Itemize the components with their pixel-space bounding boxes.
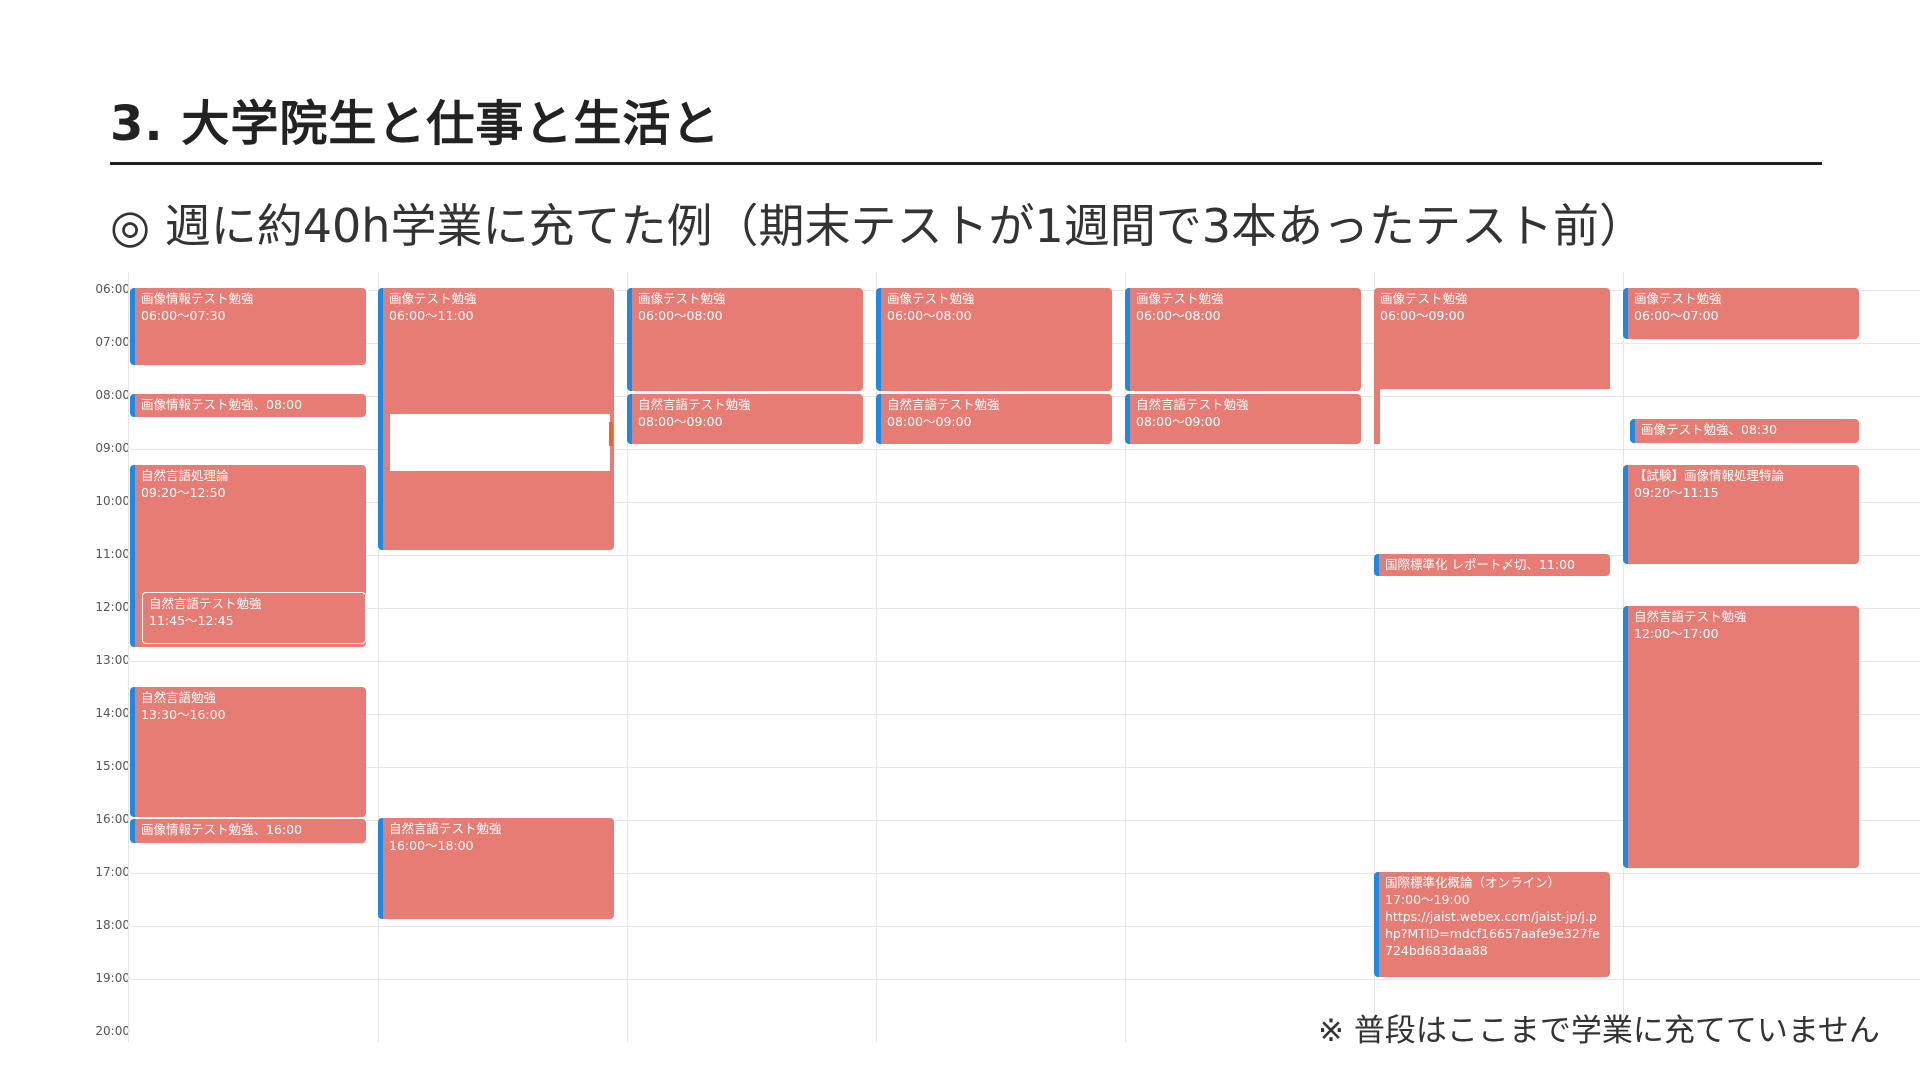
event-time: 08:00～09:00	[887, 414, 972, 429]
grid-line	[130, 502, 1920, 503]
day-divider	[1374, 272, 1375, 1042]
event-title: 自然言語テスト勉強	[1136, 397, 1249, 412]
event-time: 06:00～09:00	[1380, 308, 1465, 323]
event-title: 画像テスト勉強	[1634, 291, 1722, 306]
event-time: 08:00～09:00	[638, 414, 723, 429]
time-label: 10:00	[95, 494, 130, 508]
calendar-event[interactable]: 画像情報テスト勉強、08:00	[130, 394, 366, 417]
event-time: 16:00～18:00	[389, 838, 474, 853]
calendar-event[interactable]: 画像テスト勉強 06:00～08:00	[627, 288, 863, 391]
grid-line	[130, 767, 1920, 768]
event-title: 自然言語テスト勉強	[1634, 609, 1747, 624]
event-time: 11:45～12:45	[149, 613, 234, 628]
event-title: 画像テスト勉強	[1380, 291, 1468, 306]
event-title: 国際標準化 レポート〆切、11:00	[1385, 557, 1575, 572]
calendar-event[interactable]: 自然言語テスト勉強 12:00～17:00	[1623, 606, 1859, 868]
calendar-event[interactable]: 国際標準化概論（オンライン） 17:00～19:00 https://jaist…	[1374, 872, 1610, 977]
event-time: 12:00～17:00	[1634, 626, 1719, 641]
calendar-event[interactable]: 自然言語勉強 13:30～16:00	[130, 687, 366, 817]
grid-line	[130, 555, 1920, 556]
event-time: 17:00～19:00	[1385, 892, 1470, 907]
event-time: 06:00～08:00	[638, 308, 723, 323]
event-title: 画像テスト勉強	[1136, 291, 1224, 306]
event-continuation	[1374, 389, 1380, 444]
calendar-event[interactable]: 画像情報テスト勉強 06:00～07:30	[130, 288, 366, 365]
time-label: 18:00	[95, 918, 130, 932]
calendar-event[interactable]: 自然言語テスト勉強 16:00～18:00	[378, 818, 614, 919]
event-title: 国際標準化概論（オンライン）	[1385, 875, 1561, 890]
grid-line	[130, 449, 1920, 450]
calendar-event[interactable]: 自然言語テスト勉強 11:45～12:45	[142, 592, 366, 644]
event-title: 画像情報テスト勉強、16:00	[141, 822, 303, 837]
time-label: 14:00	[95, 706, 130, 720]
time-label: 15:00	[95, 759, 130, 773]
event-title: 自然言語テスト勉強	[149, 596, 262, 611]
calendar-event[interactable]: 【試験】画像情報処理特論 09:20～11:15	[1623, 465, 1859, 564]
calendar-event[interactable]: 画像テスト勉強、08:30	[1630, 419, 1859, 443]
calendar-event[interactable]: 画像テスト勉強 06:00～09:00	[1374, 288, 1610, 389]
time-label: 09:00	[95, 441, 130, 455]
event-time: 06:00～08:00	[887, 308, 972, 323]
event-time: 06:00～07:30	[141, 308, 226, 323]
time-label: 08:00	[95, 388, 130, 402]
day-divider	[128, 272, 129, 1042]
time-label: 16:00	[95, 812, 130, 826]
time-label: 13:00	[95, 653, 130, 667]
time-label: 17:00	[95, 865, 130, 879]
event-title: 自然言語勉強	[141, 690, 217, 705]
title-divider	[110, 162, 1822, 165]
redacted-area	[390, 414, 610, 471]
day-divider	[1125, 272, 1126, 1042]
calendar-event[interactable]: 自然言語テスト勉強 08:00～09:00	[627, 394, 863, 444]
event-title: 自然言語処理論	[141, 468, 229, 483]
event-time: 06:00～08:00	[1136, 308, 1221, 323]
day-divider	[876, 272, 877, 1042]
grid-line	[130, 661, 1920, 662]
calendar-event[interactable]: 画像テスト勉強 06:00～07:00	[1623, 288, 1859, 339]
calendar-event[interactable]: 画像情報テスト勉強、16:00	[130, 819, 366, 843]
grid-line	[130, 873, 1920, 874]
grid-line	[130, 979, 1920, 980]
event-title: 画像テスト勉強	[638, 291, 726, 306]
calendar-event[interactable]: 画像テスト勉強 06:00～08:00	[876, 288, 1112, 391]
event-title: 画像情報テスト勉強、08:00	[141, 397, 303, 412]
event-title: 画像情報テスト勉強	[141, 291, 254, 306]
event-time: 09:20～11:15	[1634, 485, 1719, 500]
grid-line	[130, 820, 1920, 821]
time-label: 06:00	[95, 282, 130, 296]
time-label: 19:00	[95, 971, 130, 985]
grid-line	[130, 926, 1920, 927]
calendar-event[interactable]: 自然言語テスト勉強 08:00～09:00	[876, 394, 1112, 444]
event-title: 自然言語テスト勉強	[389, 821, 502, 836]
event-time: 06:00～11:00	[389, 308, 474, 323]
event-title: 画像テスト勉強	[887, 291, 975, 306]
calendar-event[interactable]: 自然言語テスト勉強 08:00～09:00	[1125, 394, 1361, 444]
slide-title: 3. 大学院生と仕事と生活と	[110, 96, 721, 152]
event-meeting-link[interactable]: https://jaist.webex.com/jaist-jp/j.php?M…	[1385, 909, 1600, 958]
calendar-event[interactable]: 画像テスト勉強 06:00～08:00	[1125, 288, 1361, 391]
day-divider	[627, 272, 628, 1042]
footnote: ※ 普段はここまで学業に充てていません	[1318, 1013, 1880, 1049]
event-title: 画像テスト勉強	[389, 291, 477, 306]
slide-subtitle: ◎ 週に約40h学業に充てた例（期末テストが1週間で3本あったテスト前）	[110, 199, 1645, 253]
event-title: 自然言語テスト勉強	[887, 397, 1000, 412]
time-label: 07:00	[95, 335, 130, 349]
event-time: 06:00～07:00	[1634, 308, 1719, 323]
grid-line	[130, 714, 1920, 715]
event-time: 13:30～16:00	[141, 707, 226, 722]
grid-line	[130, 608, 1920, 609]
day-divider	[378, 272, 379, 1042]
event-title: 【試験】画像情報処理特論	[1634, 468, 1785, 483]
event-time: 09:20～12:50	[141, 485, 226, 500]
weekly-calendar: 06:00 07:00 08:00 09:00 10:00 11:00 12:0…	[60, 272, 1920, 1047]
event-time: 08:00～09:00	[1136, 414, 1221, 429]
redacted-edge	[609, 422, 613, 446]
time-label: 20:00	[95, 1024, 130, 1038]
calendar-event[interactable]: 国際標準化 レポート〆切、11:00	[1374, 554, 1610, 576]
event-title: 自然言語テスト勉強	[638, 397, 751, 412]
time-label: 11:00	[95, 547, 130, 561]
event-title: 画像テスト勉強、08:30	[1641, 422, 1778, 437]
time-label: 12:00	[95, 600, 130, 614]
